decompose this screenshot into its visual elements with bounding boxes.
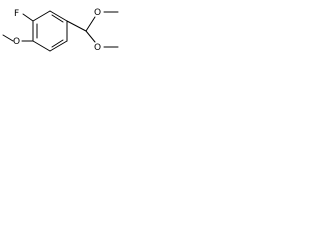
- ring-bond: [32, 40, 51, 52]
- structure-diagram: F O O O: [0, 0, 121, 66]
- acetal-oxygen-bottom-label: O: [94, 43, 101, 53]
- ring-double-bond: [51, 39, 64, 48]
- ch-o-top-bond: [85, 16, 96, 32]
- o-methyl-bond: [2, 34, 14, 42]
- fluorine-label: F: [14, 9, 19, 19]
- ring-ch-bond: [66, 20, 87, 32]
- ring-double-bond: [51, 14, 64, 23]
- benzene-ring: [32, 10, 68, 52]
- ring-bond: [49, 10, 68, 22]
- ring-bond: [32, 10, 51, 22]
- molecule-drawing: F O O O: [2, 8, 119, 53]
- ch-o-bottom-bond: [85, 30, 96, 43]
- ring-bond: [49, 40, 68, 52]
- acetal-oxygen-top-label: O: [94, 8, 101, 18]
- c-f-bond: [22, 13, 34, 22]
- methoxy-oxygen-label: O: [13, 37, 20, 47]
